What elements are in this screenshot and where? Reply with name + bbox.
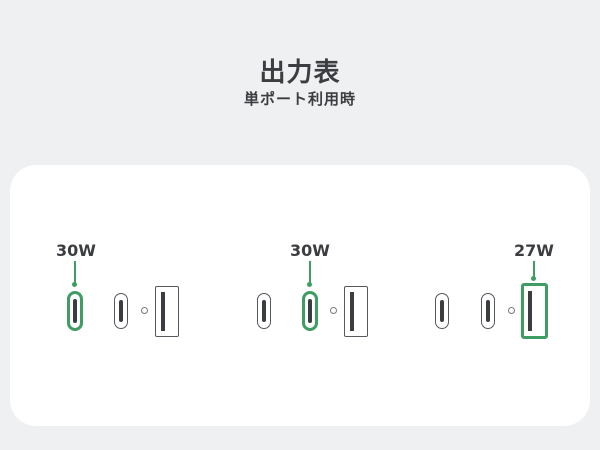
config-usb-c-2: 30W xyxy=(200,165,390,426)
usb-c-port-1 xyxy=(257,293,271,329)
usb-c-port-2-active xyxy=(302,291,318,331)
watt-label: 27W xyxy=(514,241,554,260)
output-table-card: 30W 30W 27W xyxy=(10,165,590,426)
leader-line xyxy=(307,261,312,287)
leader-line xyxy=(72,261,77,287)
usb-c-port-1-active xyxy=(67,291,83,331)
usb-a-port xyxy=(155,286,179,337)
leader-line xyxy=(531,261,536,281)
watt-label: 30W xyxy=(56,241,96,260)
config-usb-c-1: 30W xyxy=(10,165,200,426)
page-subtitle: 単ポート利用時 xyxy=(243,90,356,108)
config-usb-a: 27W xyxy=(390,165,590,426)
indicator-dot xyxy=(508,307,515,314)
usb-a-port-active xyxy=(521,283,548,339)
usb-c-port-2 xyxy=(114,293,128,329)
indicator-dot xyxy=(330,307,337,314)
indicator-dot xyxy=(141,307,148,314)
usb-c-port-2 xyxy=(481,293,495,329)
page-title: 出力表 xyxy=(259,58,341,88)
watt-label: 30W xyxy=(290,241,330,260)
usb-a-port xyxy=(344,286,368,337)
usb-c-port-1 xyxy=(435,293,449,329)
